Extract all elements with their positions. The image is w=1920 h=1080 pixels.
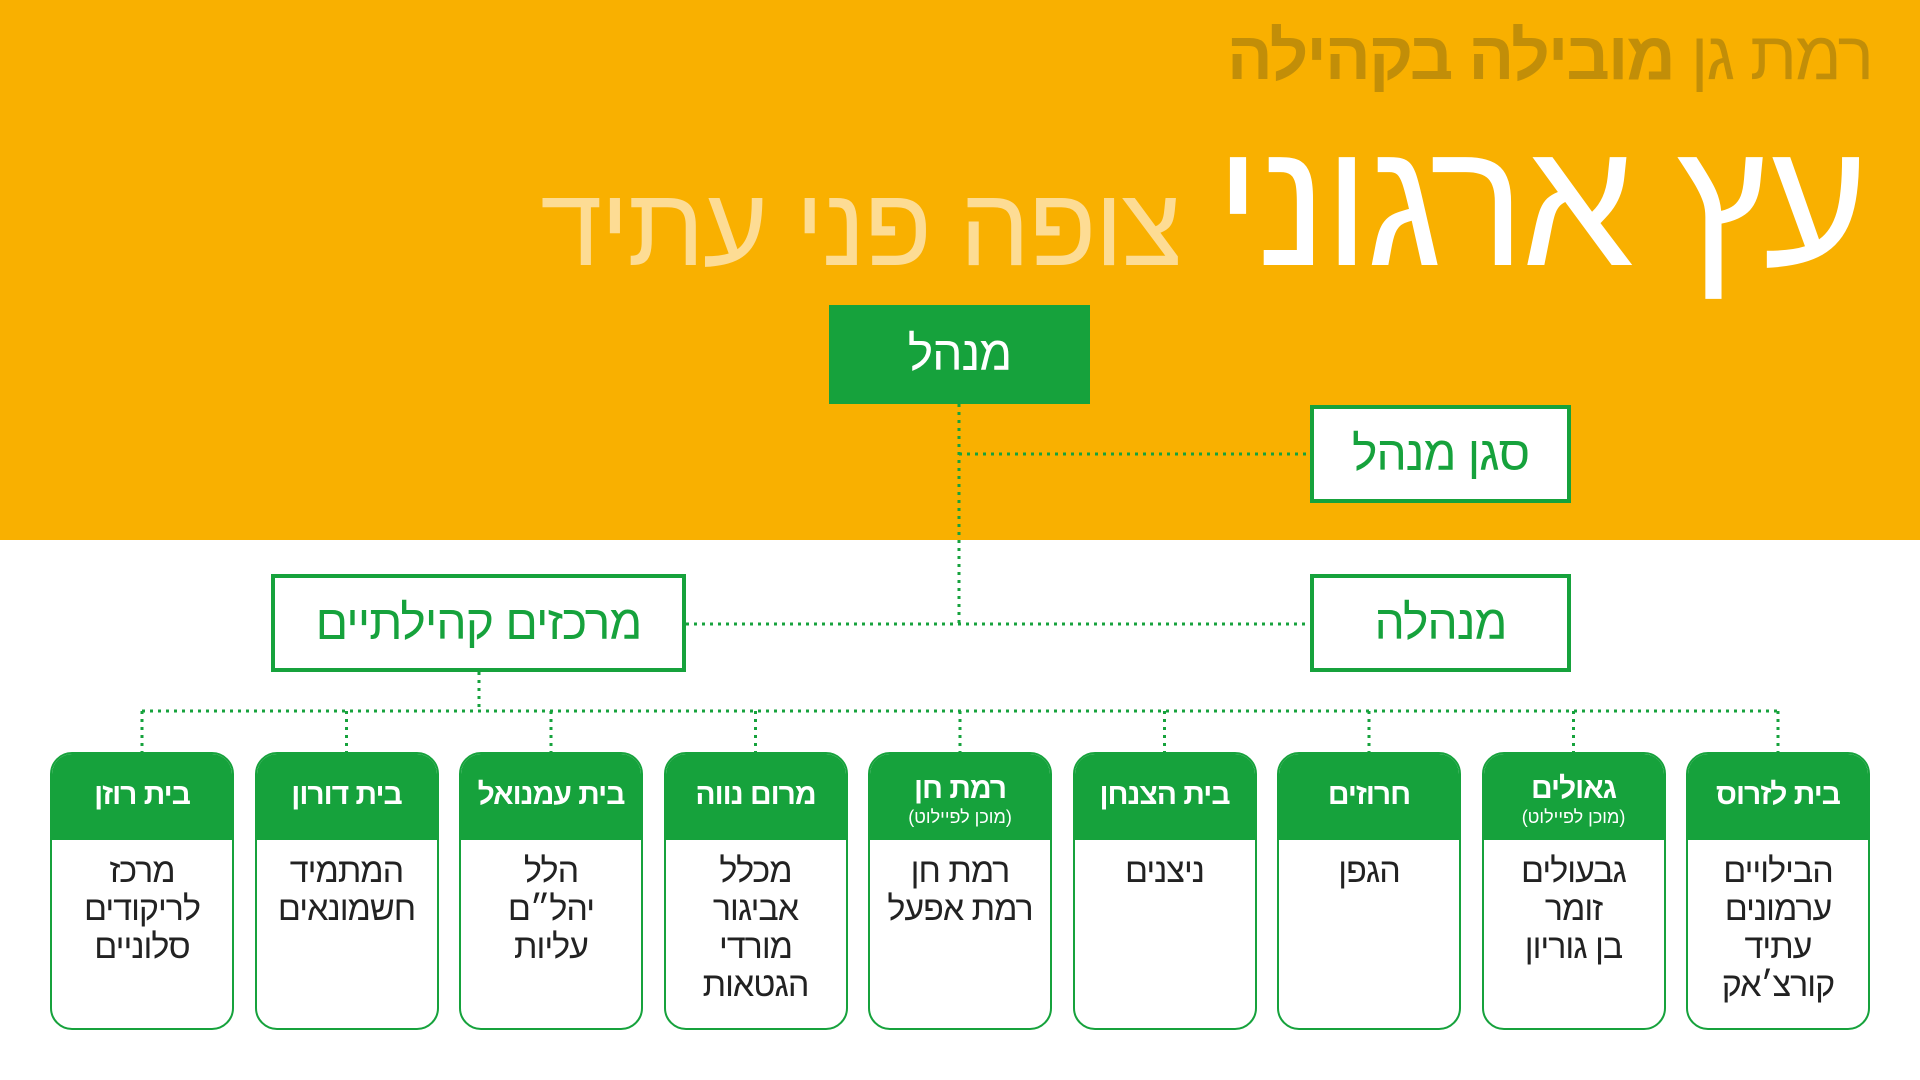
- community-centers-box: מרכזים קהילתיים: [271, 574, 686, 672]
- center-area: אביגור: [712, 890, 799, 928]
- center-card-header: בית רוזן: [52, 754, 232, 840]
- center-areas: הגפן: [1279, 840, 1459, 890]
- center-area: עליות: [514, 928, 589, 966]
- page-title-tagline: צופה פני עתיד: [540, 164, 1182, 289]
- manager-box: מנהל: [829, 305, 1090, 404]
- center-area: לריקודים: [84, 890, 201, 928]
- administration-label: מנהלה: [1374, 596, 1508, 650]
- subtitle: רמת גן מובילה בקהילה: [1226, 14, 1874, 98]
- center-area: זומר: [1544, 890, 1603, 928]
- subtitle-city: רמת גן: [1690, 18, 1874, 94]
- center-card: בית הצנחן ניצנים: [1072, 752, 1257, 1030]
- center-area: הגפן: [1338, 852, 1401, 890]
- center-card-header: בית הצנחן: [1074, 754, 1255, 840]
- center-area: ניצנים: [1124, 852, 1205, 890]
- deputy-manager-label: סגן מנהל: [1351, 427, 1530, 481]
- center-card-header: חרוזים: [1279, 754, 1459, 840]
- center-name: חרוזים: [1327, 778, 1411, 811]
- center-area: עתיד: [1744, 928, 1813, 966]
- center-name: גאולים: [1530, 772, 1617, 805]
- center-card-header: רמת חן(מוכן לפיילוט): [870, 754, 1050, 840]
- page-title-row: עץ ארגוני צופה פני עתיד: [540, 103, 1868, 304]
- center-area: מרכז: [109, 852, 175, 890]
- center-area: רמת חן: [910, 852, 1011, 890]
- center-area: גבעולים: [1521, 852, 1627, 890]
- center-name: מרום נווה: [695, 778, 816, 811]
- center-name: בית עמנואל: [477, 778, 626, 811]
- administration-box: מנהלה: [1310, 574, 1571, 672]
- page-title: עץ ארגוני: [1214, 103, 1868, 304]
- center-area: רמת אפעל: [887, 890, 1033, 928]
- center-area: ערמונים: [1724, 890, 1833, 928]
- center-area: מכלל: [719, 852, 792, 890]
- center-name: בית לזרוס: [1716, 778, 1841, 811]
- center-status-note: (מוכן לפיילוט): [908, 807, 1012, 827]
- center-area: הבילויים: [1723, 852, 1834, 890]
- center-area: מורדי הגטאות: [702, 928, 810, 1004]
- deputy-manager-box: סגן מנהל: [1310, 405, 1571, 503]
- center-status-note: (מוכן לפיילוט): [1521, 807, 1626, 827]
- manager-label: מנהל: [907, 328, 1013, 381]
- center-area: סלוניים: [94, 928, 190, 966]
- center-name: בית רוזן: [94, 778, 191, 811]
- center-area: יהל״ם: [507, 890, 595, 928]
- center-area: המתמיד: [289, 852, 404, 890]
- subtitle-slogan: מובילה בקהילה: [1226, 18, 1676, 94]
- center-card: חרוזים הגפן: [1277, 752, 1461, 1030]
- center-card-header: גאולים(מוכן לפיילוט): [1483, 754, 1664, 840]
- center-card-header: בית דורון: [256, 754, 437, 840]
- center-area: חשמונאים: [277, 890, 416, 928]
- center-areas: ניצנים: [1075, 840, 1255, 890]
- header-band: [0, 0, 1920, 540]
- center-card-header: בית עמנואל: [461, 754, 641, 840]
- community-centers-label: מרכזים קהילתיים: [315, 596, 643, 650]
- center-area: הלל: [523, 852, 579, 890]
- center-name: בית הצנחן: [1099, 778, 1230, 811]
- center-area: בן גוריון: [1524, 928, 1623, 966]
- center-card-header: מרום נווה: [665, 754, 846, 840]
- center-area: קורצ׳אק: [1721, 966, 1835, 1004]
- center-name: בית דורון: [291, 778, 402, 811]
- center-name: רמת חן: [913, 772, 1007, 805]
- center-card-header: בית לזרוס: [1688, 754, 1868, 840]
